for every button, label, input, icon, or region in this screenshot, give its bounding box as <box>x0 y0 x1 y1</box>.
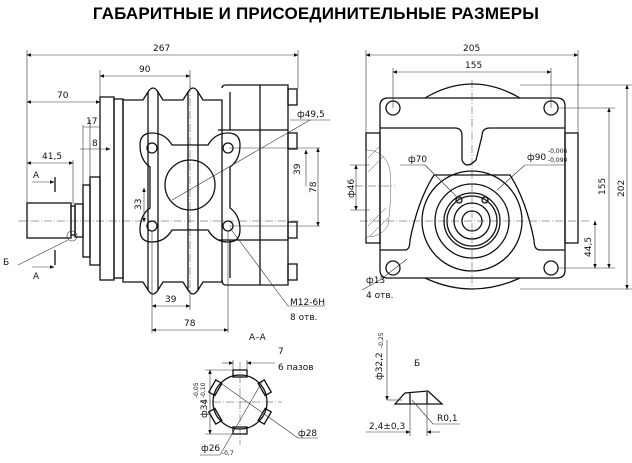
dim-phi49-5: ф49,5 <box>297 110 325 120</box>
dim-7: 7 <box>278 347 284 357</box>
dim-90: 90 <box>139 65 151 75</box>
dim-2-4: 2,4±0,3 <box>369 422 405 432</box>
dim-phi34: ф34 <box>200 399 210 418</box>
dim-70: 70 <box>57 91 69 101</box>
dim-41-5: 41,5 <box>42 152 62 162</box>
drawing-title: ГАБАРИТНЫЕ И ПРИСОЕДИНИТЕЛЬНЫЕ РАЗМЕРЫ <box>92 4 540 23</box>
side-view: А А Б 267 90 70 17 8 41,5 ф49,5 39 78 33… <box>3 44 330 333</box>
dim-phi32-2-tol: -0,25 <box>378 332 385 348</box>
thread-label: М12-6Н <box>290 298 325 308</box>
dim-205: 205 <box>463 44 480 54</box>
detail-b: Б ф32,2 -0,25 2,4±0,3 R0,1 <box>366 332 460 436</box>
dim-phi26-tol: -0,7 <box>222 450 234 457</box>
slot-count: 6 пазов <box>278 363 314 373</box>
dim-44-5: 44,5 <box>584 237 594 257</box>
dim-267: 267 <box>153 44 170 54</box>
dim-33: 33 <box>134 199 144 210</box>
hole-count: 4 отв. <box>366 291 394 301</box>
dim-phi90-lower-tol: -0,090 <box>548 157 568 164</box>
dim-r0-1: R0,1 <box>437 414 458 424</box>
dim-phi70: ф70 <box>408 155 427 165</box>
detail-mark: Б <box>3 258 9 268</box>
dim-39-horizontal: 39 <box>165 295 177 305</box>
dim-phi90: ф90 <box>527 153 546 163</box>
dim-202: 202 <box>617 180 627 197</box>
section-mark-bottom: А <box>33 272 40 282</box>
dim-phi13: ф13 <box>366 276 385 286</box>
front-view: 205 155 202 155 44,5 ф46 ф70 ф90 -0,006 … <box>347 44 632 301</box>
dim-155-vertical: 155 <box>598 178 608 195</box>
dim-8: 8 <box>92 139 98 149</box>
dim-78-vertical: 78 <box>309 181 319 193</box>
dim-phi34-upper-tol: -0,05 <box>193 382 200 398</box>
section-aa-label: А–А <box>249 333 267 343</box>
dim-phi28: ф28 <box>298 429 317 439</box>
detail-b-label: Б <box>414 359 420 369</box>
thread-count: 8 отв. <box>290 313 318 323</box>
dim-phi26: ф26 <box>201 444 220 454</box>
dim-phi32-2: ф32,2 <box>375 352 385 380</box>
dim-39-vertical: 39 <box>293 163 303 175</box>
dim-phi90-upper-tol: -0,006 <box>548 148 568 155</box>
dim-155-horizontal: 155 <box>465 61 482 71</box>
dim-phi46: ф46 <box>347 179 357 198</box>
dim-phi34-lower-tol: -0,10 <box>200 382 207 398</box>
section-a-a: А–А 7 6 пазов ф34 -0,05 -0,10 ф28 ф26 -0… <box>193 333 318 457</box>
section-mark-top: А <box>33 171 40 181</box>
dim-78-horizontal: 78 <box>184 319 196 329</box>
dim-17: 17 <box>86 117 97 127</box>
